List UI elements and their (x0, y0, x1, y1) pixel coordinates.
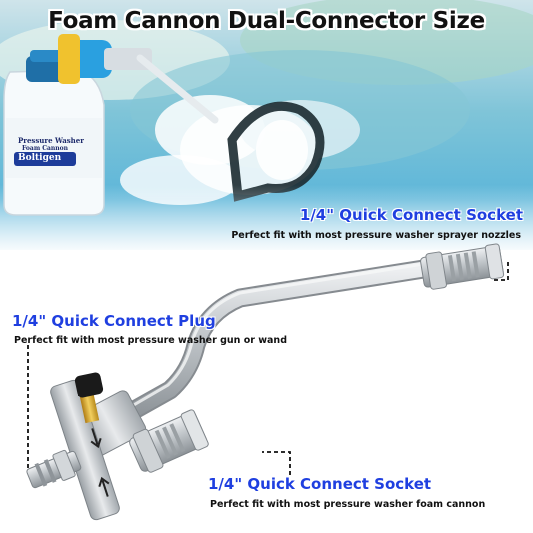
quick-connect-plug (26, 449, 82, 489)
bottom-socket-heading: 1/4" Quick Connect Socket (208, 475, 432, 493)
top-socket-description: Perfect fit with most pressure washer sp… (231, 230, 521, 241)
bottle-label-line1: Pressure Washer (18, 136, 84, 145)
page-title: Foam Cannon Dual-Connector Size (48, 8, 485, 34)
plug-heading: 1/4" Quick Connect Plug (12, 312, 216, 330)
brass-adjuster-knob (74, 372, 104, 424)
bottle-label-line2: Foam Cannon (22, 145, 69, 152)
bottle-brand-logo: Boltigen (18, 153, 62, 163)
bottom-socket-description: Perfect fit with most pressure washer fo… (210, 499, 486, 510)
top-socket-heading: 1/4" Quick Connect Socket (299, 206, 523, 224)
top-quick-connect-socket (420, 243, 505, 290)
plug-description: Perfect fit with most pressure washer gu… (14, 335, 287, 346)
bottom-quick-connect-socket (129, 409, 209, 473)
